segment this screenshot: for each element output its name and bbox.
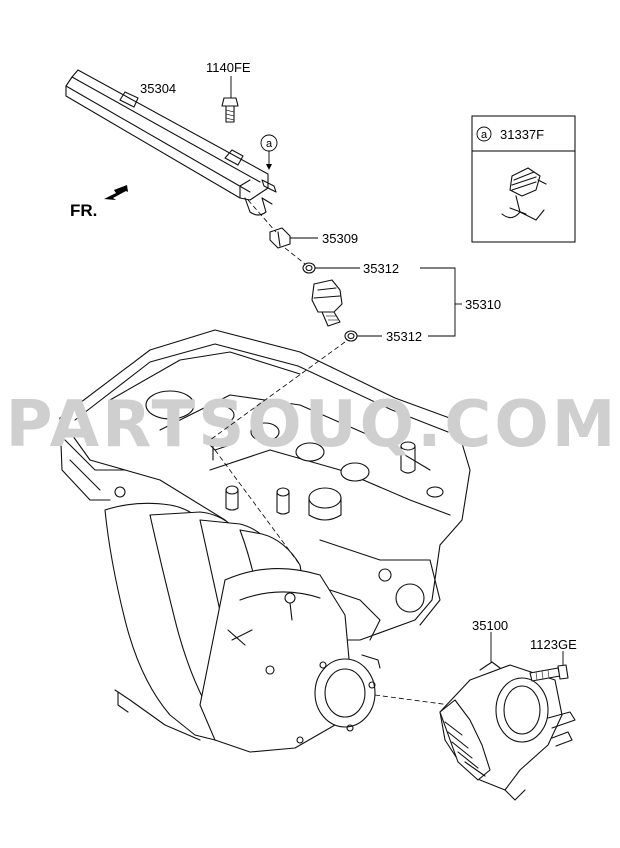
label-35304: 35304: [140, 81, 176, 96]
label-35312-upper: 35312: [363, 261, 399, 276]
throttle-bolt: [529, 651, 569, 682]
rail-bolt: [221, 76, 239, 123]
watermark: PARTSOUQ.COM: [6, 388, 619, 462]
front-indicator: FR.: [70, 185, 128, 220]
engine-assembly: [59, 329, 471, 753]
label-31337F: 31337F: [500, 127, 544, 142]
clip-31337f-drawing: [501, 167, 547, 221]
svg-text:FR.: FR.: [70, 201, 97, 220]
oring-lower: [344, 330, 382, 342]
front-arrow-icon: [104, 185, 128, 200]
throttle-body: [439, 632, 576, 801]
fuel-rail: [65, 69, 277, 216]
fuel-injector: [311, 279, 343, 327]
detail-box-marker: a: [481, 129, 488, 141]
label-35100: 35100: [472, 618, 508, 633]
guide-lines: [209, 199, 451, 706]
injector-clip: [269, 227, 318, 249]
label-1140FE: 1140FE: [206, 60, 251, 75]
label-1123GE: 1123GE: [530, 637, 577, 652]
leader-35310: [420, 267, 462, 337]
oring-upper: [302, 262, 360, 274]
callout-a: a: [260, 134, 278, 170]
svg-text:a: a: [266, 138, 273, 150]
label-35310: 35310: [465, 297, 501, 312]
label-35312-lower: 35312: [386, 329, 422, 344]
detail-box: a 31337F: [471, 115, 576, 243]
label-35309: 35309: [322, 231, 358, 246]
